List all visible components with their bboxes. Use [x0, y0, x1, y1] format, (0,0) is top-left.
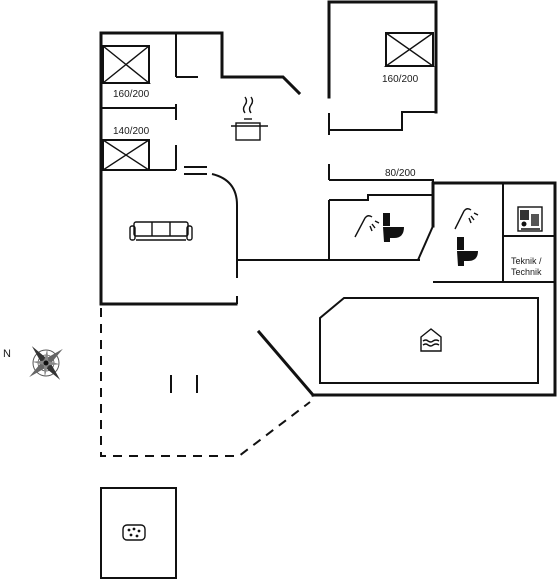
bed-left-bottom — [100, 139, 152, 171]
spa-icon — [122, 524, 146, 541]
compass-north-label: N — [3, 348, 11, 360]
spa-building — [100, 487, 177, 579]
shower-icon-right — [454, 208, 479, 230]
sofa-icon — [129, 221, 193, 241]
technik-label-1: Teknik / — [511, 256, 542, 266]
bed-small-label: 80/200 — [385, 168, 416, 179]
exterior-walls — [99, 0, 557, 397]
bed-master-label: 160/200 — [382, 74, 419, 85]
bed-master — [383, 32, 436, 67]
pool-basin — [319, 297, 539, 384]
bed-left-top — [101, 45, 151, 84]
terrace-outline — [100, 308, 311, 457]
technik-label-2: Technik — [511, 267, 542, 277]
interior-walls — [101, 33, 555, 398]
bed-left-top-label: 160/200 — [113, 89, 150, 100]
pot-icon — [231, 96, 268, 141]
shower-icon — [354, 215, 380, 238]
bed-left-bottom-label: 140/200 — [113, 126, 150, 137]
compass-rose-icon — [29, 346, 63, 380]
washing-machine-icon — [517, 206, 543, 232]
pool-icon — [420, 328, 442, 352]
toilet-icon-right — [457, 237, 478, 266]
toilet-icon — [383, 213, 404, 242]
